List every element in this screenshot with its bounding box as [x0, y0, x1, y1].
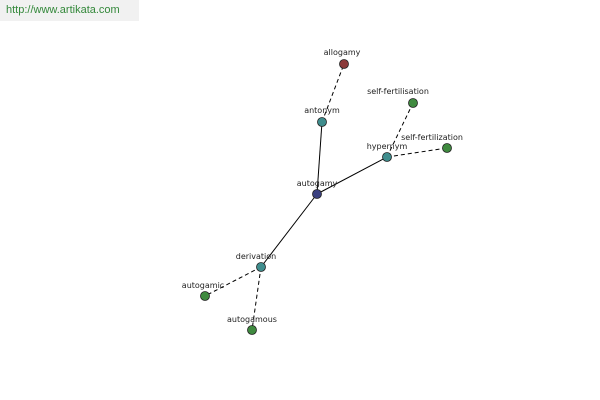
- edge-autogamy-derivation: [260, 193, 318, 268]
- edge-hypernym-self-fertilization: [386, 147, 448, 158]
- node-autogamy[interactable]: [312, 189, 322, 199]
- graph-labels: autogamy antonym hypernym derivation allogam…: [182, 48, 463, 324]
- node-hypernym[interactable]: [382, 152, 392, 162]
- node-allogamy[interactable]: [339, 59, 349, 69]
- edge-hypernym-self-fertilisation: [386, 102, 414, 158]
- graph-edges: [204, 63, 448, 331]
- node-label-antonym[interactable]: antonym: [304, 106, 340, 115]
- node-autogamous[interactable]: [247, 325, 257, 335]
- node-label-derivation[interactable]: derivation: [236, 252, 276, 261]
- node-self-fertilisation[interactable]: [408, 98, 418, 108]
- node-label-allogamy[interactable]: allogamy: [324, 48, 361, 57]
- node-label-hypernym[interactable]: hypernym: [367, 142, 408, 151]
- node-label-autogamous[interactable]: autogamous: [227, 315, 277, 324]
- edge-derivation-autogamic: [204, 266, 262, 297]
- edge-derivation-autogamous: [251, 266, 262, 331]
- node-label-autogamic[interactable]: autogamic: [182, 281, 224, 290]
- graph-nodes: [200, 59, 452, 335]
- node-derivation[interactable]: [256, 262, 266, 272]
- node-label-autogamy[interactable]: autogamy: [297, 179, 338, 188]
- site-url-link[interactable]: http://www.artikata.com: [0, 0, 139, 21]
- node-antonym[interactable]: [317, 117, 327, 127]
- node-self-fertilization[interactable]: [442, 143, 452, 153]
- node-autogamic[interactable]: [200, 291, 210, 301]
- edge-autogamy-hypernym: [316, 156, 388, 195]
- node-label-self-fertilisation[interactable]: self-fertilisation: [367, 87, 429, 96]
- node-label-self-fertilization[interactable]: self-fertilization: [401, 133, 463, 142]
- edge-antonym-allogamy: [321, 63, 345, 123]
- edge-autogamy-antonym: [316, 121, 323, 195]
